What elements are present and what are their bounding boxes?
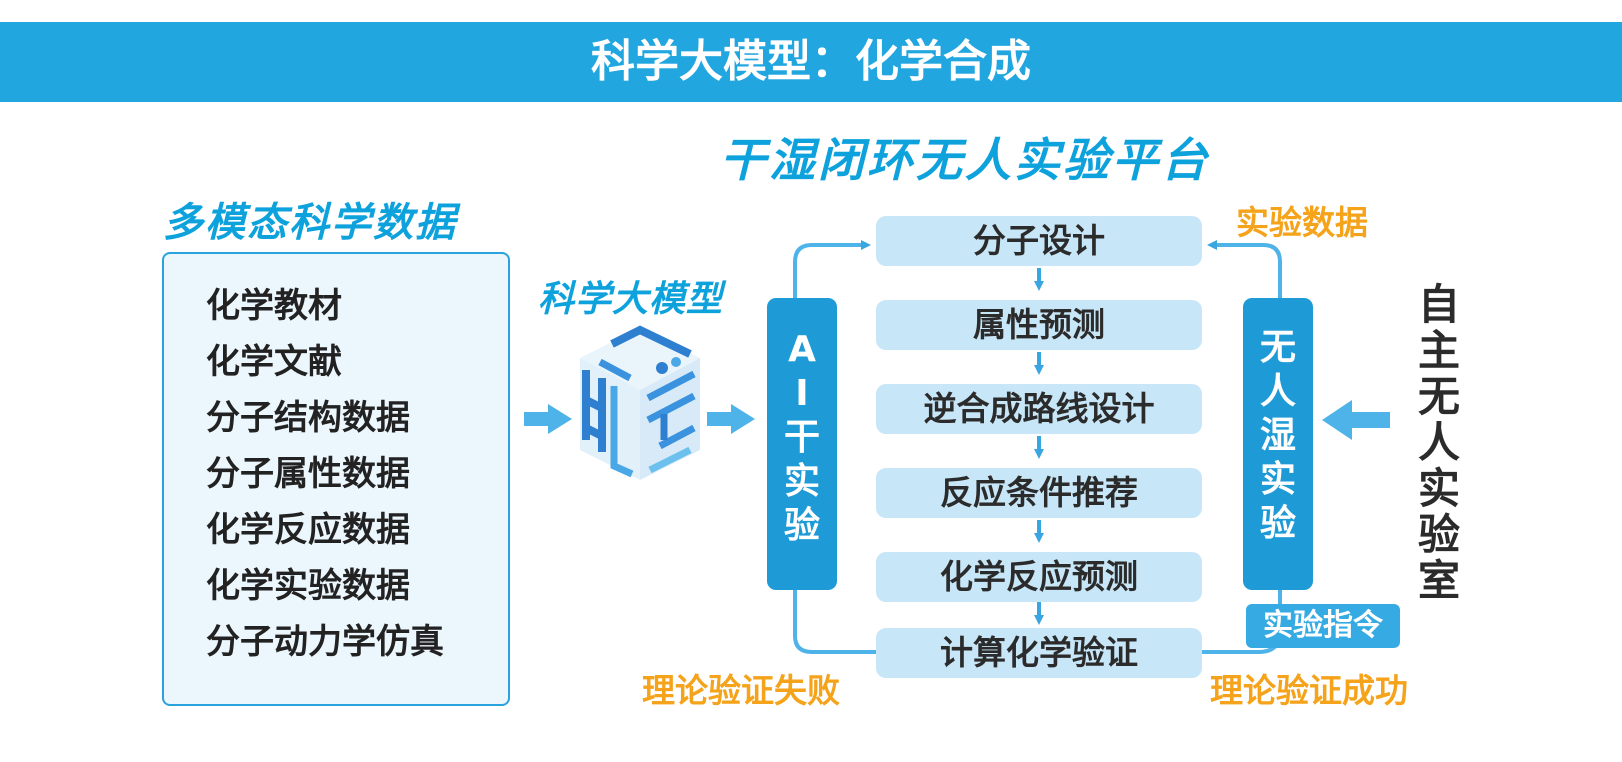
vertical-char: 人 (1417, 418, 1460, 467)
vertical-char: 验 (1417, 510, 1460, 559)
autonomous-lab-label: 自主无人实验室 (1414, 282, 1464, 604)
step-reaction-prediction: 化学反应预测 (876, 552, 1202, 602)
data-item: 化学教材 (206, 286, 342, 326)
vertical-char: A (788, 329, 816, 370)
model-label: 科学大模型 (538, 279, 724, 320)
vertical-char: 湿 (1259, 415, 1296, 456)
data-item: 化学实验数据 (206, 566, 410, 606)
arrow-lab-to-wet-experiment (1322, 400, 1390, 440)
theory-fail-label: 理论验证失败 (642, 671, 840, 710)
data-heading: 多模态科学数据 (163, 200, 457, 246)
data-item: 化学反应数据 (206, 510, 410, 550)
vertical-char: 实 (783, 461, 820, 502)
vertical-char: I (795, 373, 809, 414)
vertical-char: 验 (783, 505, 820, 546)
vertical-char: 实 (1259, 459, 1296, 500)
data-item: 分子结构数据 (206, 398, 410, 438)
vertical-char: 实 (1417, 464, 1460, 513)
vertical-char: 无 (1417, 372, 1460, 421)
vertical-char: 无 (1259, 327, 1296, 368)
vertical-char: 自 (1417, 280, 1460, 329)
arrow-model-to-dry-lab (707, 404, 755, 434)
vertical-char: 室 (1417, 556, 1460, 605)
data-sources-box: 化学教材 化学文献 分子结构数据 分子属性数据 化学反应数据 化学实验数据 分子… (162, 252, 510, 706)
dry-loop-connector (793, 240, 876, 654)
step-molecule-design: 分子设计 (876, 216, 1202, 266)
data-item: 化学文献 (206, 342, 342, 382)
theory-success-label: 理论验证成功 (1210, 671, 1408, 710)
cube-icon (580, 325, 700, 480)
title-banner: 科学大模型：化学合成 (0, 22, 1622, 102)
platform-heading: 干湿闭环无人实验平台 (720, 133, 1210, 187)
experiment-data-label: 实验数据 (1236, 203, 1368, 242)
step-property-prediction: 属性预测 (876, 300, 1202, 350)
step-computational-verification: 计算化学验证 (876, 628, 1202, 678)
data-item: 分子属性数据 (206, 454, 410, 494)
vertical-char: 人 (1259, 371, 1296, 412)
vertical-char: 主 (1417, 326, 1460, 375)
step-reaction-conditions: 反应条件推荐 (876, 468, 1202, 518)
wet-experiment-bar: 无人湿实验 (1243, 298, 1313, 590)
data-item: 分子动力学仿真 (206, 622, 444, 662)
vertical-char: 干 (783, 417, 820, 458)
page-title: 科学大模型：化学合成 (591, 36, 1031, 87)
arrow-data-to-model (524, 404, 572, 434)
step-retrosynthesis: 逆合成路线设计 (876, 384, 1202, 434)
experiment-command-label: 实验指令 (1246, 604, 1400, 648)
vertical-char: 验 (1259, 503, 1296, 544)
